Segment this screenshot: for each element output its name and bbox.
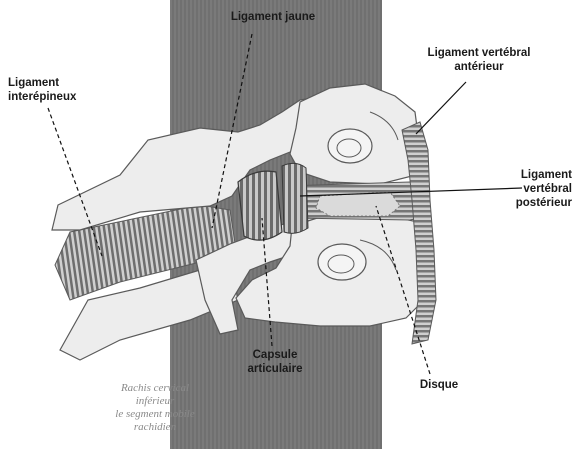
intervertebral-disc: [316, 192, 400, 216]
label-capsule-articulaire: Capsule articulaire: [230, 348, 320, 376]
figure-caption: Rachis cervical inférieur le segment mob…: [90, 382, 220, 434]
label-ligament-vertebral-posterieur: Ligament vertébral postérieur: [474, 168, 572, 210]
leader-ligament-anterieur: [416, 82, 466, 134]
label-ligament-vertebral-anterieur: Ligament vertébral antérieur: [404, 46, 554, 74]
label-disque: Disque: [404, 378, 474, 392]
articular-capsule-right: [282, 163, 308, 233]
upper-foramen: [328, 129, 372, 163]
articular-capsule: [238, 171, 282, 240]
label-ligament-interepineux: Ligament interépineux: [8, 76, 118, 104]
lower-foramen: [318, 244, 366, 280]
label-ligament-jaune: Ligament jaune: [208, 10, 338, 24]
